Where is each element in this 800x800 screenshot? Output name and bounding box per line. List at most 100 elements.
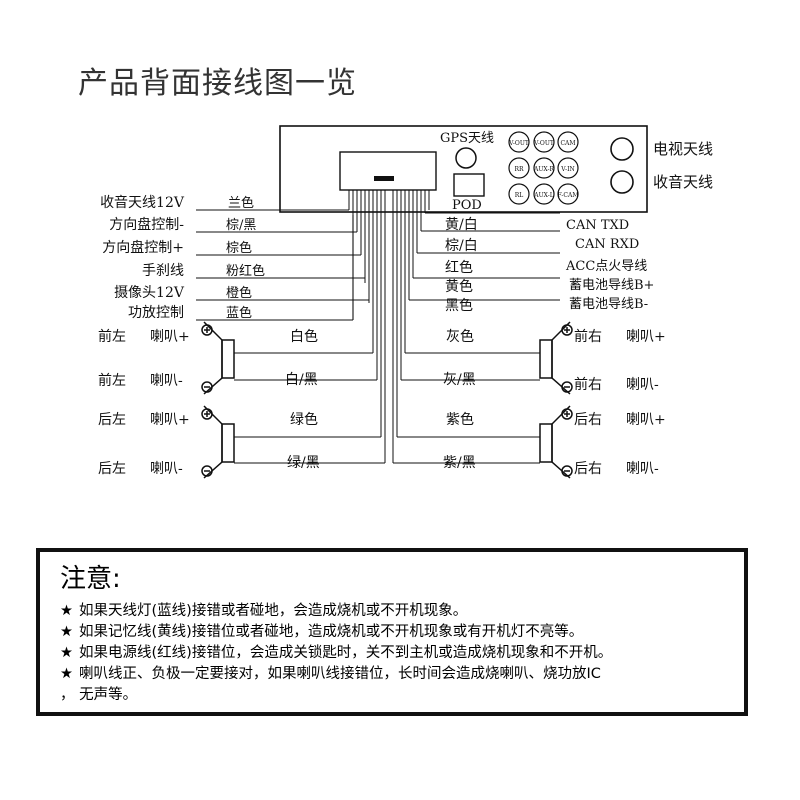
head-unit	[279, 125, 648, 213]
left-wire-color: 棕/黑	[226, 218, 256, 233]
right-wire-color: 棕/白	[445, 238, 478, 254]
rca-port	[557, 183, 579, 205]
right-wire-name: 蓄电池导线B+	[569, 278, 654, 293]
speaker-position: 前右	[574, 328, 602, 345]
left-wire-name: 摄像头12V	[114, 285, 185, 301]
rca-port-label: V-OUT	[533, 140, 554, 147]
speaker-terminal: 喇叭+	[626, 329, 666, 345]
left-wire-name: 手刹线	[142, 263, 184, 279]
right-wire-name: ACC点火导线	[565, 259, 647, 274]
notice-title: 注意:	[60, 564, 121, 594]
left-wire-color: 粉红色	[226, 263, 265, 279]
right-wire-name: CAN TXD	[566, 218, 629, 233]
rca-port	[508, 131, 530, 153]
left-wire-color: 兰色	[228, 195, 254, 211]
speaker-wire-color: 灰色	[446, 328, 474, 345]
rca-port	[533, 157, 555, 179]
rca-port-label: F-CAM	[558, 192, 579, 199]
right-wire-color: 黑色	[445, 297, 473, 314]
gps-antenna-port	[455, 147, 477, 169]
rca-port	[557, 131, 579, 153]
notice-text: 如果天线灯(蓝线)接错或者碰地，会造成烧机或不开机现象。	[79, 603, 468, 619]
left-wire-color: 橙色	[226, 285, 252, 301]
rca-port	[533, 131, 555, 153]
speaker-position: 后左	[98, 412, 126, 428]
notice-text: 如果电源线(红线)接错位，会造成关锁匙时，关不到主机或造成烧机现象和不开机。	[79, 645, 613, 661]
page-title: 产品背面接线图一览	[78, 66, 357, 101]
speaker-position: 后左	[98, 461, 126, 477]
speaker-position: 前左	[98, 328, 126, 345]
speaker-terminal: 喇叭-	[626, 377, 659, 393]
speaker-terminal: 喇叭+	[626, 412, 666, 428]
left-wires	[196, 209, 369, 321]
rca-port	[533, 183, 555, 205]
speaker-front-right	[539, 321, 573, 395]
speaker-terminal: 喇叭+	[150, 329, 190, 345]
right-wires	[409, 212, 560, 301]
speaker-terminal: 喇叭-	[626, 461, 659, 477]
wire-bundle	[348, 190, 430, 463]
speaker-position: 后右	[574, 461, 602, 477]
left-wire-name: 功放控制	[128, 305, 184, 321]
speaker-wire-color: 绿色	[290, 411, 318, 428]
radio-antenna-port	[610, 170, 634, 194]
speaker-wire-color: 紫色	[446, 411, 474, 428]
notice-line: ★ 如果天线灯(蓝线)接错或者碰地，会造成烧机或不开机现象。	[60, 601, 724, 622]
speaker-position: 前右	[574, 376, 602, 393]
left-wire-name: 收音天线12V	[100, 194, 185, 211]
speaker-wires	[234, 352, 540, 464]
star-icon: ★	[60, 666, 73, 682]
main-connector	[339, 151, 437, 191]
right-wire-color: 黄色	[445, 278, 473, 295]
tv-antenna-port	[610, 137, 634, 161]
left-wire-name: 方向盘控制-	[109, 216, 184, 233]
speaker-wire-color: 灰/黑	[443, 372, 476, 388]
speaker-terminal: 喇叭+	[150, 412, 190, 428]
left-wire-color: 棕色	[226, 240, 252, 256]
speaker-front-left	[201, 321, 235, 395]
rca-port-label: RL	[515, 192, 524, 199]
speaker-terminal: 喇叭-	[150, 373, 183, 389]
speaker-wire-color: 白/黑	[285, 372, 318, 388]
rca-port-label: AUX-L	[533, 192, 553, 199]
speaker-rear-right	[539, 405, 573, 479]
speaker-rear-left	[201, 405, 235, 479]
wiring-diagram: GPS天线 POD V-OUT V-OUT CAM RR AUX-R V-IN …	[98, 125, 713, 479]
rca-port	[508, 157, 530, 179]
notice-text: 如果记忆线(黄线)接错位或者碰地，造成烧机或不开机现象或有开机灯不亮等。	[79, 624, 584, 640]
left-wire-color: 蓝色	[226, 305, 252, 321]
right-wire-name: 蓄电池导线B-	[569, 297, 648, 312]
rca-port	[508, 183, 530, 205]
speaker-position: 后右	[574, 412, 602, 428]
gps-antenna-label: GPS天线	[440, 131, 494, 146]
right-wire-color: 黄/白	[445, 216, 478, 233]
right-wire-name: CAN RXD	[575, 237, 639, 252]
notice-text: 喇叭线正、负极一定要接对，如果喇叭线接错位，长时间会造成烧喇叭、烧功放IC	[79, 666, 601, 682]
speaker-position: 前左	[98, 372, 126, 389]
speaker-wire-color: 绿/黑	[287, 455, 320, 471]
notice-line: ★ 如果记忆线(黄线)接错位或者碰地，造成烧机或不开机现象或有开机灯不亮等。	[60, 622, 724, 643]
rca-port-label: V-OUT	[508, 140, 529, 147]
star-icon: ★	[60, 645, 73, 661]
notice-text: ， 无声等。	[60, 687, 138, 703]
rca-port-label: CAM	[560, 140, 575, 147]
notice-box: 注意: ★ 如果天线灯(蓝线)接错或者碰地，会造成烧机或不开机现象。 ★ 如果记忆线…	[36, 548, 748, 716]
rca-port	[557, 157, 579, 179]
notice-line: ， 无声等。	[60, 685, 724, 706]
rca-port-label: RR	[514, 166, 524, 173]
tv-antenna-label: 电视天线	[653, 140, 713, 158]
speaker-wire-color: 白色	[290, 328, 318, 345]
speaker-wire-color: 紫/黑	[443, 455, 476, 471]
notice-line: ★ 如果电源线(红线)接错位，会造成关锁匙时，关不到主机或造成烧机现象和不开机。	[60, 643, 724, 664]
right-wire-color: 红色	[445, 259, 473, 276]
star-icon: ★	[60, 603, 73, 619]
star-icon: ★	[60, 624, 73, 640]
left-wire-name: 方向盘控制+	[102, 239, 184, 256]
rca-port-label: AUX-R	[533, 166, 554, 173]
notice-line: ★ 喇叭线正、负极一定要接对，如果喇叭线接错位，长时间会造成烧喇叭、烧功放IC	[60, 664, 724, 685]
rca-port-label: V-IN	[560, 166, 574, 173]
speaker-terminal: 喇叭-	[150, 461, 183, 477]
pod-label: POD	[452, 198, 482, 213]
rca-port-grid: V-OUT V-OUT CAM RR AUX-R V-IN RL AUX-L F…	[508, 131, 579, 205]
connector-latch	[374, 176, 394, 181]
